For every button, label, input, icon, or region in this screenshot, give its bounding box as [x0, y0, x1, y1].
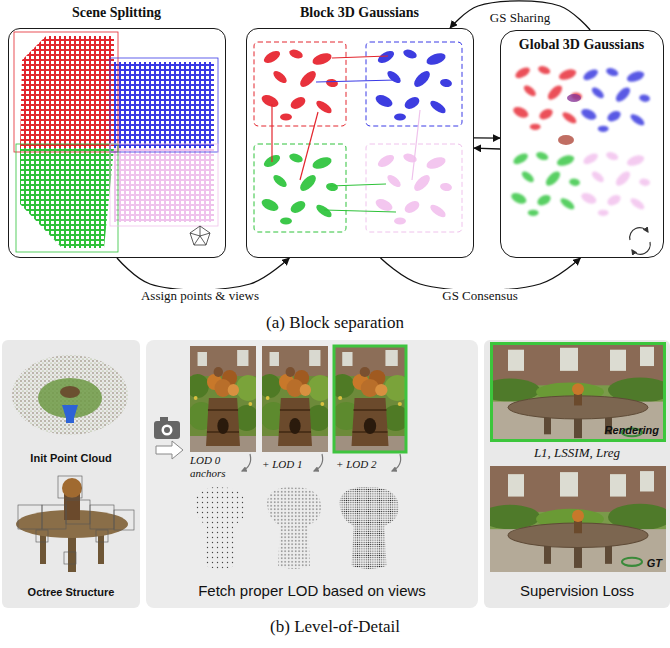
pink-bound [110, 144, 218, 226]
flow-arrow [117, 258, 289, 290]
image-label: Rendering [605, 424, 659, 437]
blue-region [114, 62, 214, 148]
pink-gaussians [374, 152, 453, 225]
pink-block [366, 144, 462, 232]
flow-arrow [381, 258, 581, 290]
region-panel: Block 3D Gaussians [246, 28, 474, 258]
lod-label: LOD 0 anchors [190, 454, 240, 479]
blue-gaussians [374, 48, 453, 121]
panel-heading: Block 3D Gaussians [247, 5, 472, 21]
lod-arrow [392, 454, 401, 471]
share-line [332, 56, 388, 58]
subfigure-caption: (b) Level-of-Detail [0, 617, 670, 637]
step-panel: Init Point CloudOctree Structure [2, 340, 140, 608]
image-label: GT [647, 557, 662, 570]
view-photo [258, 346, 332, 452]
red-block [254, 42, 346, 126]
image-frame: GT [490, 466, 666, 572]
share-line [412, 110, 420, 180]
panel-ground [146, 340, 478, 608]
flow-arrow [450, 1, 590, 30]
camera-body [66, 418, 74, 423]
green-gaussians [260, 152, 339, 225]
render-photo [480, 342, 670, 442]
global-gaussians [510, 65, 651, 255]
octree [16, 476, 134, 572]
flowers [62, 478, 82, 498]
panel-heading: Scene Splitting [9, 5, 224, 21]
step-caption: Supervision Loss [484, 582, 670, 599]
subfigure-caption: (a) Block separation [0, 313, 670, 333]
step-caption: Fetch proper LOD based on views [146, 582, 478, 599]
edge-label: Assign points & views [132, 289, 268, 304]
share-line [300, 112, 318, 180]
radar-icon [190, 226, 210, 245]
red-bound [14, 32, 118, 152]
blue-bound [110, 58, 218, 152]
octree-cells [18, 476, 134, 564]
panel-ground [2, 340, 140, 608]
green-region [20, 148, 114, 248]
lod-label: + LOD 1 [262, 458, 318, 471]
panel-heading: Global 3D Gaussians [501, 37, 662, 53]
green-bound [16, 144, 118, 252]
red-gaussians [512, 65, 583, 130]
share-line [324, 210, 396, 212]
edge-label: GS Consensus [430, 289, 530, 304]
flow-arrow [474, 137, 500, 138]
camera-frustum [62, 405, 78, 418]
region-panel: Global 3D Gaussians [500, 30, 664, 258]
lod-points [190, 486, 250, 570]
red-region [20, 36, 114, 148]
view-arrow [156, 441, 183, 459]
mixed-gaussian [567, 94, 581, 102]
step-panel: L1, LSSIM, LregSupervision Loss Rendering… [484, 340, 670, 608]
point-cloud [12, 355, 128, 435]
lod-arrow [314, 454, 323, 471]
selected-frame [334, 346, 406, 452]
lod-label: + LOD 2 [336, 458, 392, 471]
green-gaussians [510, 151, 581, 216]
image-frame: Rendering [490, 342, 666, 442]
block-gaussians [254, 42, 462, 232]
table-points [60, 386, 80, 398]
blue-block [366, 42, 462, 126]
lod-points [262, 486, 326, 570]
scene-split-map [14, 32, 218, 252]
green-block [254, 144, 346, 232]
mixed-gaussian [558, 135, 574, 145]
cycle-icon [630, 228, 648, 240]
gt-photo [480, 466, 670, 572]
lod-points [334, 486, 404, 570]
view-photo [330, 346, 411, 452]
lawn-points [38, 378, 102, 418]
lod-arrow [242, 454, 251, 471]
step-panel: LOD 0 anchors + LOD 1 + LOD 2 Fetch proper … [146, 340, 478, 608]
pink-gaussians [580, 151, 651, 216]
edge-label: GS Sharing [480, 11, 560, 26]
view-photo [186, 346, 260, 452]
step-label: Init Point Cloud [2, 452, 140, 465]
flow-arrow [474, 147, 500, 149]
loss-formula: L1, LSSIM, Lreg [484, 446, 670, 461]
camera-icon [154, 417, 180, 439]
share-line [271, 104, 272, 162]
pink-region [114, 148, 214, 222]
share-line [330, 184, 386, 186]
cycle-icon [632, 242, 650, 254]
region-panel: Scene Splitting [8, 28, 226, 258]
step-label: Octree Structure [2, 586, 140, 599]
cloud-points [12, 355, 128, 435]
blue-gaussians [580, 67, 651, 132]
share-line [316, 80, 396, 82]
